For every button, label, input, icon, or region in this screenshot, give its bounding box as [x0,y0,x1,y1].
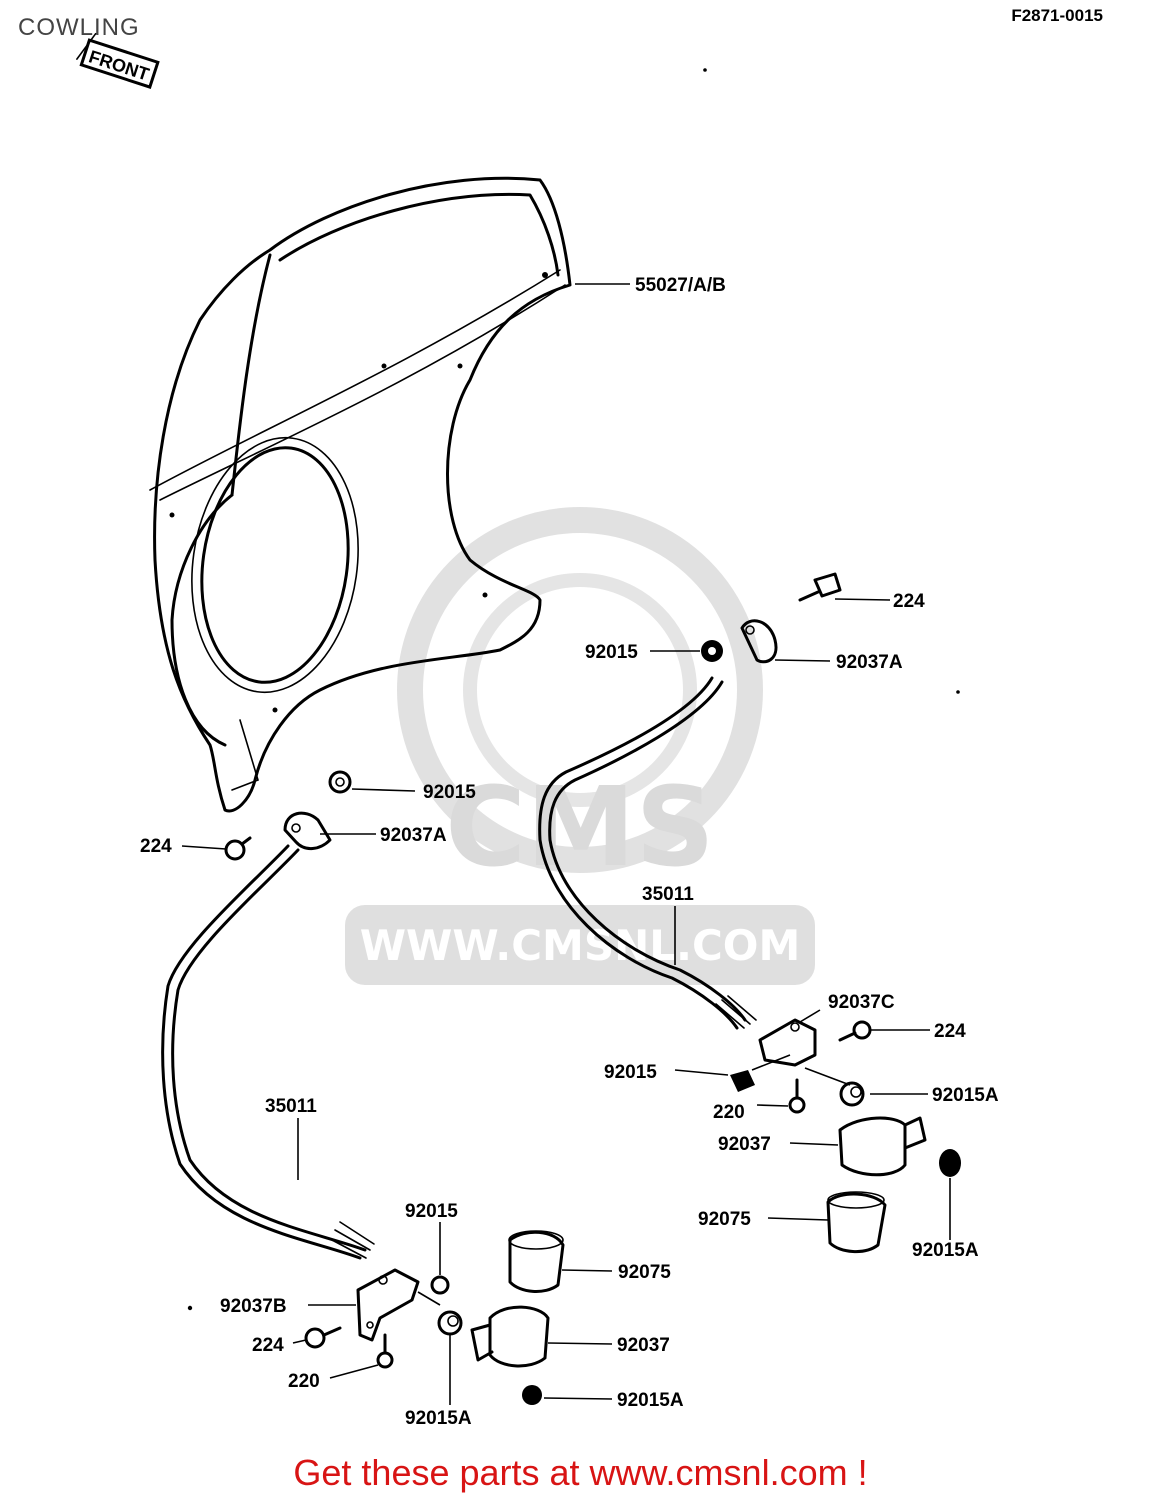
callout-nut-a-right: 92015A [932,1085,999,1106]
footer-link-text[interactable]: Get these parts at www.cmsnl.com ! [293,1452,868,1493]
callout-bracket-top-right: 92037A [836,652,903,673]
screw-220-right [788,1078,806,1114]
nut-92015a-left [437,1310,463,1336]
clamp-92037-right [838,1116,927,1177]
collar-92075-left [508,1230,565,1293]
bracket-92037c [758,1018,817,1067]
collar-92075-right [826,1191,887,1253]
callout-bolt-mid-left: 224 [140,836,172,857]
diagram-code: F2871-0015 [1011,6,1103,25]
callout-collar-left: 92075 [618,1262,671,1283]
callout-screw-right: 220 [713,1102,745,1123]
front-marker: FRONT [76,32,160,89]
callout-stay-left: 35011 [265,1096,317,1117]
callout-nut-right: 92015 [604,1062,657,1083]
watermark-url-text: WWW.CMSNL.COM [360,921,801,970]
callout-bracket-b: 92037B [220,1296,287,1317]
bracket-92037b [356,1268,420,1342]
callout-nut-top-right: 92015 [585,642,638,663]
callout-collar-right: 92075 [698,1209,751,1230]
bracket-92037a-mid-left [283,811,332,850]
callout-bolt-right: 224 [934,1021,966,1042]
stay-right [538,676,757,1030]
callout-clamp-right: 92037 [718,1134,771,1155]
front-marker-text: FRONT [86,46,151,84]
bolt-224-left [304,1326,342,1349]
callout-nut-left: 92015 [405,1201,458,1222]
callout-labels: 55027/A/B 224 92015 92037A 92015 92037A … [140,275,999,1429]
clamp-92037-left [470,1305,550,1368]
callout-clamp-left: 92037 [617,1335,670,1356]
nut-92015-mid-left [328,770,352,794]
callout-bolt-left: 224 [252,1335,284,1356]
cowl-shell [149,176,572,813]
bolt-224-mid-left [224,836,252,861]
callout-bolt-top-right: 224 [893,591,925,612]
nut-92015-left [430,1275,450,1295]
callout-bracket-c: 92037C [828,992,895,1013]
stay-left [161,844,375,1260]
bolt-224-right [838,1020,872,1042]
callout-cowl: 55027/A/B [635,275,726,296]
callout-nut-a-right-lower: 92015A [912,1240,979,1261]
leader-lines [181,283,951,1405]
callout-screw-left: 220 [288,1371,320,1392]
callout-nut-mid-left: 92015 [423,782,476,803]
callout-stay-right: 35011 [642,884,694,905]
bolt-224-top-right [798,572,842,602]
bracket-92037a-top-right [740,619,778,664]
callout-bracket-mid-left: 92037A [380,825,447,846]
nut-92015-right [730,1070,755,1092]
watermark-logo: CMS WWW.CMSNL.COM [345,507,815,985]
nut-92015a-right-lower [939,1149,961,1177]
screw-220-left [376,1333,394,1369]
callout-nut-a-left: 92015A [405,1408,472,1429]
nut-92015-top-right [701,640,723,662]
callout-nut-a-left-lower: 92015A [617,1390,684,1411]
nut-92015a-right [839,1081,865,1107]
watermark-cms-text: CMS [445,763,714,891]
nut-92015a-left-lower [522,1385,542,1405]
diagram-title: COWLING [18,14,140,41]
